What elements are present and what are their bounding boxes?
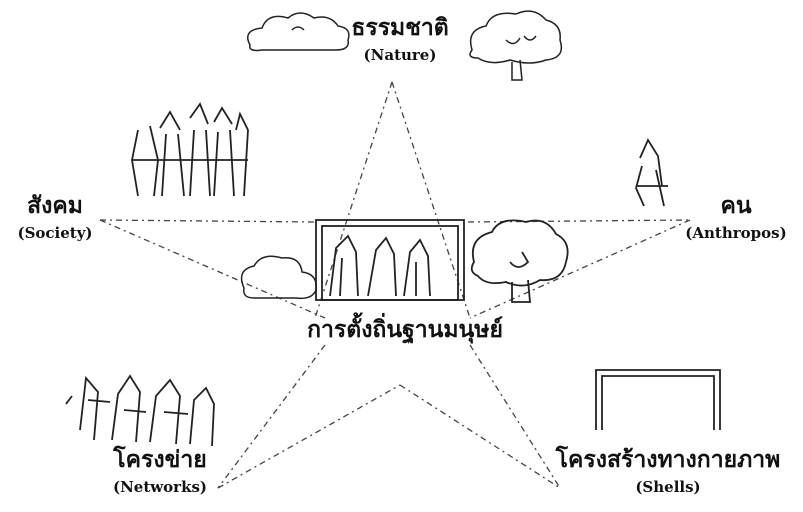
- tree-icon: [469, 10, 563, 81]
- node-anthropos: คน (Anthropos): [676, 188, 796, 242]
- node-english-label: (Networks): [112, 478, 208, 496]
- shell-frame-icon: [595, 369, 721, 430]
- node-networks: โครงข่าย (Networks): [50, 442, 270, 496]
- node-english-label: (Nature): [363, 46, 437, 64]
- settlement-frame-icon: [315, 219, 465, 301]
- tree-icon: [470, 219, 569, 303]
- node-shells: โครงสร้างทางกายภาพ (Shells): [540, 442, 796, 496]
- node-thai-label: ธรรมชาติ: [351, 14, 449, 41]
- person-icon: [635, 138, 668, 207]
- cloud-icon: [240, 255, 317, 300]
- node-english-label: (Shells): [635, 478, 701, 496]
- node-nature: ธรรมชาติ (Nature): [330, 10, 470, 64]
- cloud-icon: [247, 12, 350, 52]
- node-society: สังคม (Society): [0, 188, 110, 242]
- node-thai-label: โครงข่าย: [113, 446, 207, 473]
- node-thai-label: โครงสร้างทางกายภาพ: [555, 446, 781, 473]
- people-group-icon: [131, 102, 249, 197]
- node-thai-label: สังคม: [27, 192, 83, 219]
- networks-icon: [65, 374, 215, 447]
- center-thai-label: การตั้งถิ่นฐานมนุษย์: [307, 316, 503, 343]
- node-thai-label: คน: [720, 192, 752, 219]
- center-label: การตั้งถิ่นฐานมนุษย์: [290, 312, 520, 348]
- node-english-label: (Anthropos): [685, 224, 787, 242]
- node-english-label: (Society): [17, 224, 93, 242]
